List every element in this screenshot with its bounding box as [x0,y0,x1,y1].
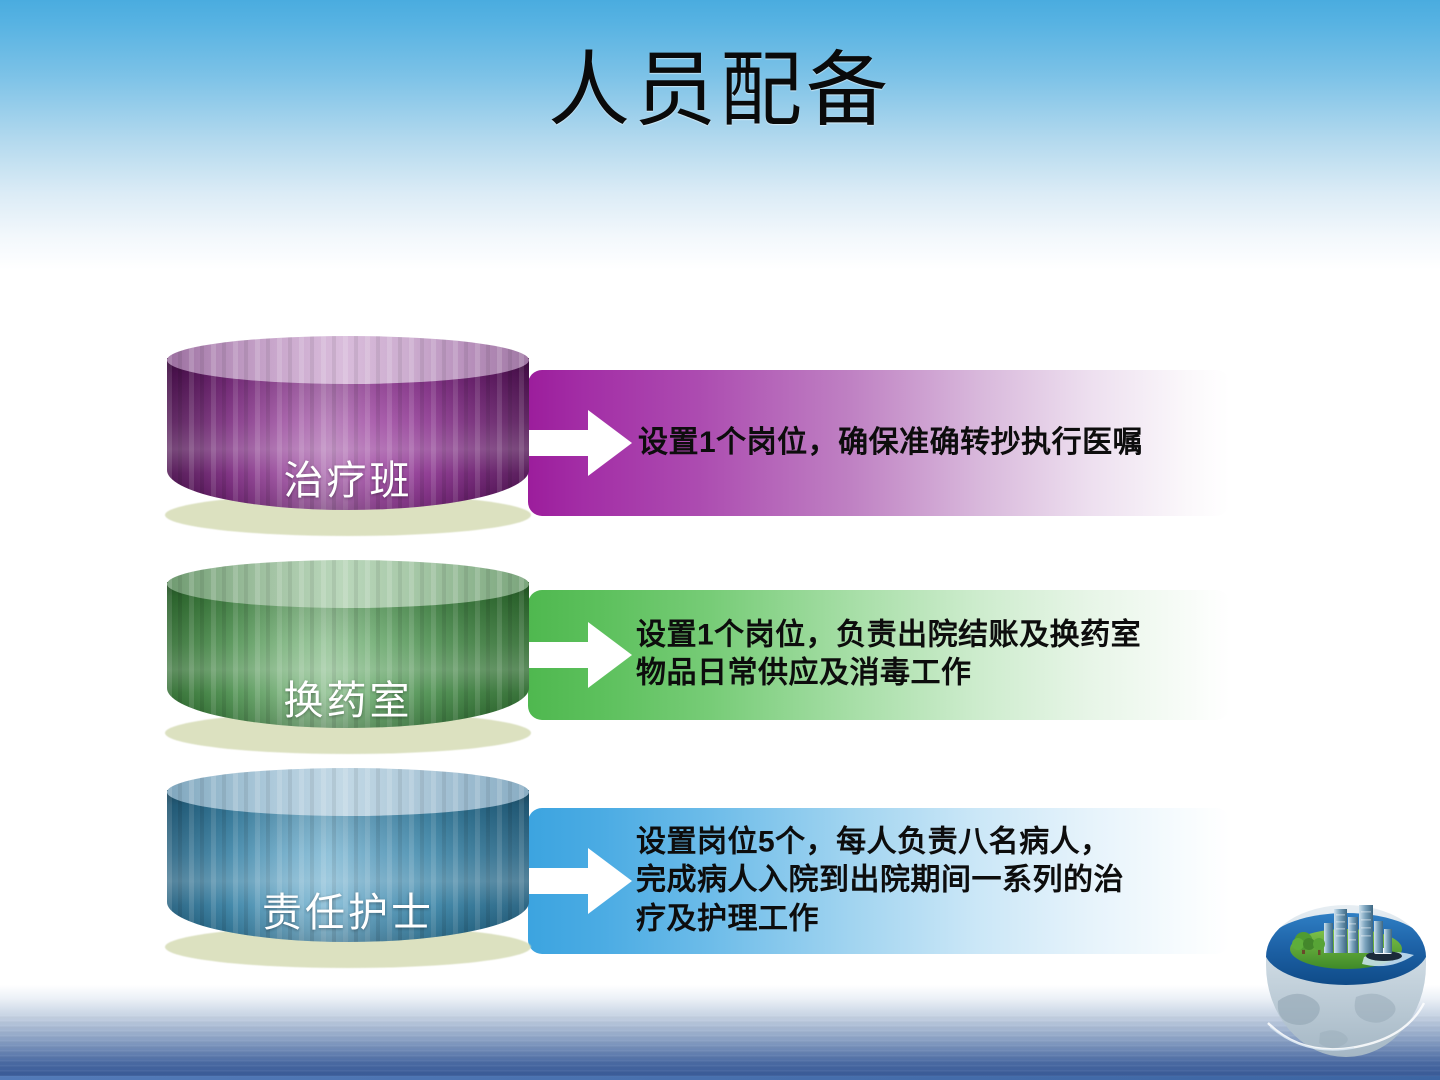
sky-background [0,0,1440,270]
cylinder-top-ellipse [167,768,529,816]
water-background [0,985,1440,1080]
cylinder-label: 换药室 [283,678,413,723]
description-banner: 设置1个岗位，负责出院结账及换药室 物品日常供应及消毒工作 [528,590,1230,720]
cylinder-top-ellipse [167,560,529,608]
cylinder-top-ellipse [167,336,529,384]
cylinder-label: 治疗班 [283,458,413,503]
description-text: 设置1个岗位，负责出院结账及换药室 物品日常供应及消毒工作 [636,618,1142,690]
water-edge-line [0,1076,1440,1080]
description-banner: 设置岗位5个，每人负责八名病人， 完成病人入院到出院期间一系列的治 疗及护理工作 [528,808,1230,954]
right-arrow-icon [528,410,636,476]
cylinder-label: 责任护士 [262,890,434,935]
page-title: 人员配备 [547,45,892,136]
role-cylinder[interactable]: 换药室 [165,560,531,754]
role-cylinder[interactable]: 责任护士 [165,768,531,968]
description-banner: 设置1个岗位，确保准确转抄执行医嘱 [528,370,1230,516]
right-arrow-icon [528,622,636,688]
staffing-row: 设置岗位5个，每人负责八名病人， 完成病人入院到出院期间一系列的治 疗及护理工作… [0,758,1440,968]
staffing-row: 设置1个岗位，负责出院结账及换药室 物品日常供应及消毒工作 换药室 [0,560,1440,754]
description-text: 设置岗位5个，每人负责八名病人， 完成病人入院到出院期间一系列的治 疗及护理工作 [636,825,1124,936]
right-arrow-icon [528,848,636,914]
description-text: 设置1个岗位，确保准确转抄执行医嘱 [638,425,1144,459]
globe-city-icon [1266,905,1426,1057]
staffing-row: 设置1个岗位，确保准确转抄执行医嘱 治疗班 [0,328,1440,538]
role-cylinder[interactable]: 治疗班 [165,336,531,536]
